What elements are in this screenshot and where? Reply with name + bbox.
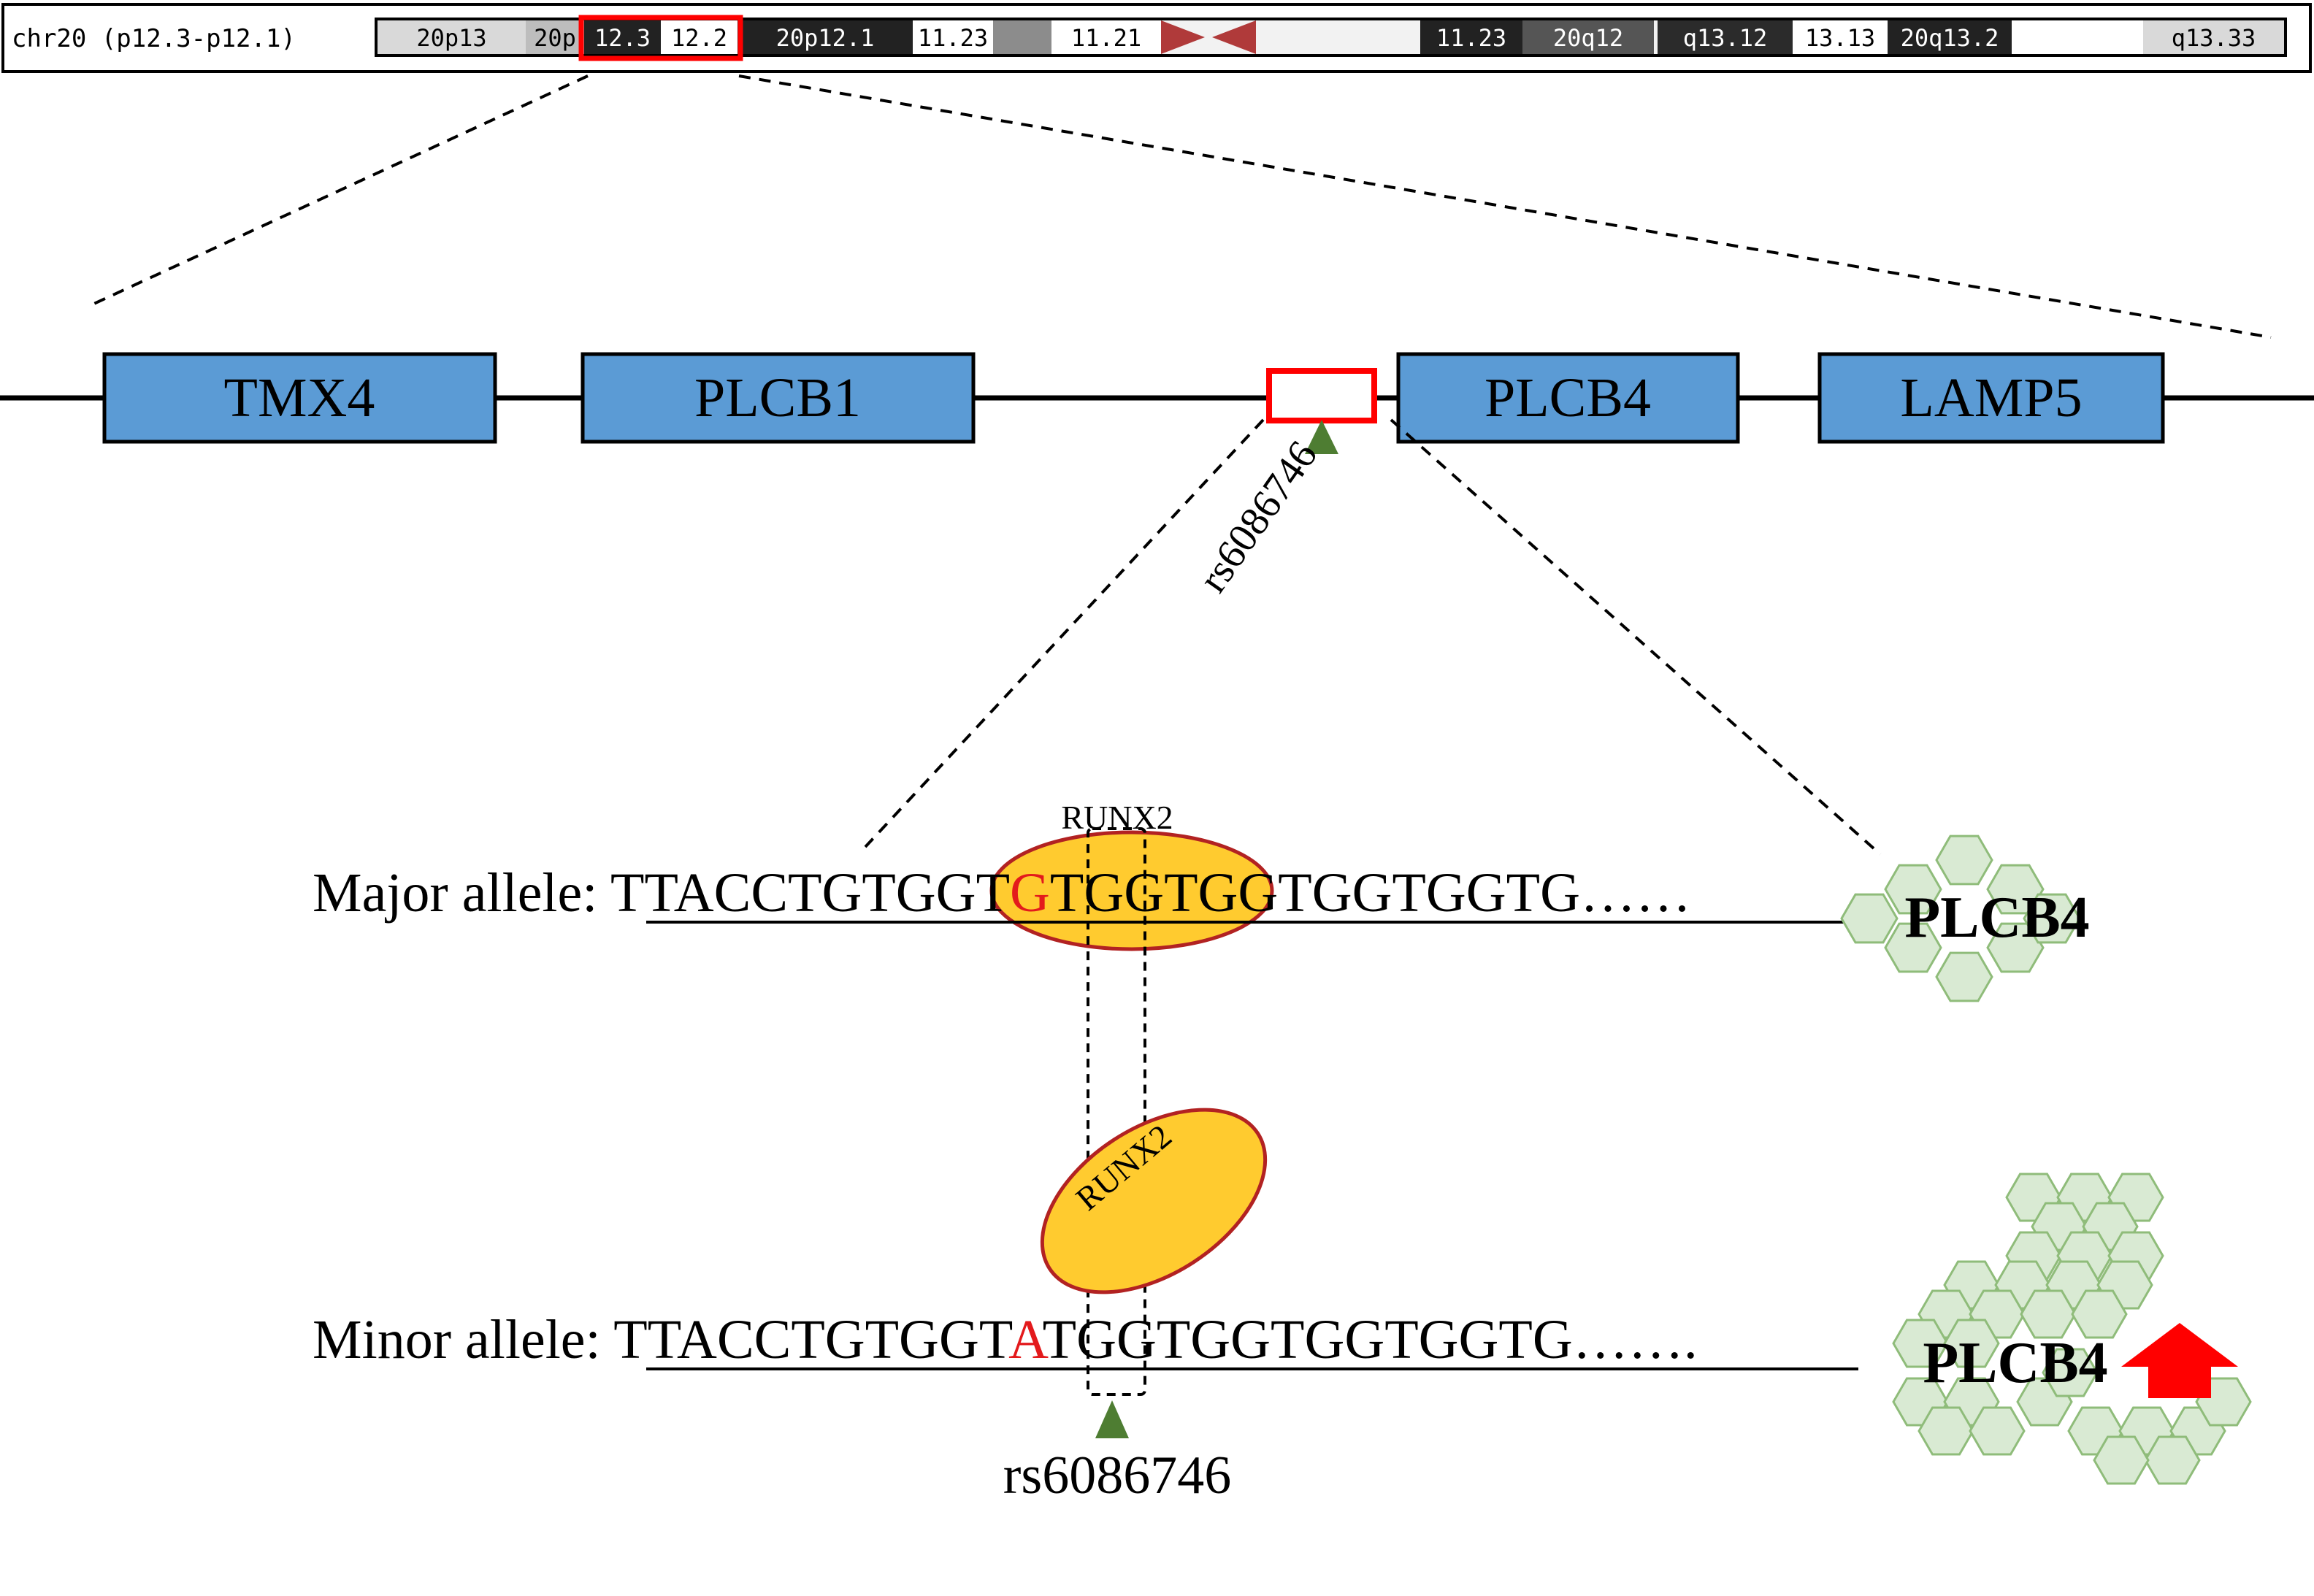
chromosome-band (1793, 20, 1888, 54)
hexagon-cluster (1892, 1173, 2252, 1485)
chromosome-band-label: 20q12 (1553, 24, 1623, 52)
expression-hexagon (1892, 1319, 1949, 1368)
chromosome-label: chr20 (p12.3-p12.1) (12, 24, 296, 53)
major-allele-group: RUNX2 Major allele: TTACCTGTGGTGTGGTGGTG… (313, 799, 1858, 951)
gene-label: PLCB1 (694, 367, 861, 429)
gene-label: TMX4 (224, 367, 375, 429)
chromosome-outline (375, 18, 2287, 57)
region-highlight (578, 15, 743, 61)
variant-base-major: G (1010, 862, 1050, 924)
chromosome-band (526, 20, 584, 54)
variant-base-minor: A (1008, 1309, 1049, 1370)
expression-hexagon (1935, 835, 1993, 886)
chromosome-band-label: 20p12.1 (776, 24, 875, 52)
allele-label: Minor allele: (313, 1309, 613, 1370)
chromosome-band (1654, 20, 1658, 54)
chromosome-band (1420, 20, 1522, 54)
expression-hexagon (2020, 1289, 2077, 1339)
chromosome-band-label: q13.12 (1683, 24, 1768, 52)
chromosome-band (1522, 20, 1654, 54)
chromosome-bands: 20p13 20p 12.3 12.2 20p12.1 11.23 11.21 11.23 20… (378, 20, 2284, 54)
chromosome-band (1888, 20, 2012, 54)
chromosome-band (913, 20, 993, 54)
chromosome-band-label: 11.23 (918, 24, 988, 52)
chromosome-band-label: 20p13 (416, 24, 486, 52)
expression-hexagon (2042, 1348, 2099, 1397)
chromosome-band (2012, 20, 2143, 54)
gene-rect (1817, 352, 2165, 444)
gene-label: LAMP5 (1900, 367, 2082, 429)
zoom-line-right (738, 74, 2272, 339)
gene-box: LAMP5 (1817, 352, 2165, 444)
gene-box: TMX4 (102, 352, 497, 444)
expression-hexagon (1840, 893, 1899, 944)
variant-column-box (1087, 827, 1146, 1396)
expression-cluster-minor: PLCB4 (1892, 1173, 2252, 1485)
snp-marker-triangle-bottom (1095, 1400, 1129, 1438)
expression-hexagon (1969, 1406, 2026, 1456)
chromosome-band (738, 20, 913, 54)
chromosome-band-label: q13.33 (2172, 24, 2256, 52)
zoom-line-snp-left (864, 418, 1265, 848)
snp-region-highlight (1266, 368, 1377, 423)
gene-track: TMX4 PLCB1 PLCB4 LAMP5 rs6086746 (0, 352, 2314, 600)
gene-rect (1396, 352, 1740, 444)
runx2-label-major: RUNX2 (1061, 799, 1173, 836)
chromosome-band-label: 13.13 (1805, 24, 1875, 52)
expression-gene-label-major: PLCB4 (1904, 886, 2089, 950)
snp-marker-triangle (1305, 420, 1338, 454)
up-arrow-icon (2121, 1323, 2238, 1398)
expression-hexagon (2093, 1435, 2150, 1485)
chromosome-band (378, 20, 526, 54)
chromosome-band-label: 20q13.2 (1901, 24, 1999, 52)
sequence-prefix: TTACCTGTGGT (610, 862, 1010, 924)
runx2-ellipse-major (989, 830, 1274, 951)
chromosome-band-label: 12.3 (594, 24, 651, 52)
expression-hexagon (2023, 893, 2081, 944)
chromosome-band-label: 11.21 (1071, 24, 1141, 52)
gene-rect (581, 352, 976, 444)
allele-label: Major allele: (313, 862, 610, 924)
gene-rect (102, 352, 497, 444)
expression-hexagon (1935, 951, 1993, 1002)
major-allele-text: Major allele: TTACCTGTGGTGTGGTGGTGGTGGTG… (313, 862, 1691, 924)
sequence-prefix: TTACCTGTGGT (613, 1309, 1013, 1370)
chromosome-band (584, 20, 661, 54)
expression-gene-label-minor: PLCB4 (1923, 1331, 2107, 1395)
expression-hexagon (1943, 1319, 2000, 1368)
zoom-line-left (87, 74, 589, 308)
centromere (1161, 20, 1205, 54)
expression-cluster-major: PLCB4 (1840, 835, 2090, 1002)
gene-box: PLCB4 (1396, 352, 1740, 444)
minor-allele-group: RUNX2 Minor allele: TTACCTGTGGTATGGTGGTG… (313, 1108, 1858, 1505)
chromosome-band (1051, 20, 1161, 54)
chromosome-band-label: 12.2 (671, 24, 727, 52)
snp-id-label-rotated: rs6086746 (1190, 433, 1326, 600)
sequence-suffix: TGGTGGTGGTGGTG…… (1050, 862, 1691, 924)
chromosome-band-label: 20p (534, 24, 576, 52)
chromosome-band (993, 20, 1051, 54)
hexagon-cluster (1840, 835, 2081, 1002)
expression-hexagon (1918, 1406, 1974, 1456)
chromosome-band-label: 11.23 (1436, 24, 1506, 52)
gene-label: PLCB4 (1484, 367, 1651, 429)
gene-box: PLCB1 (581, 352, 976, 444)
chromosome-band (1658, 20, 1793, 54)
sequence-suffix: TGGTGGTGGTGGTG……. (1043, 1309, 1698, 1370)
expression-hexagon (2071, 1289, 2128, 1339)
snp-id-label: rs6086746 (1003, 1446, 1231, 1505)
centromere-right (1212, 20, 1256, 54)
zoom-line-snp-right (1390, 418, 1882, 856)
minor-allele-text: Minor allele: TTACCTGTGGTATGGTGGTGGTGGTG… (313, 1309, 1698, 1370)
runx2-ellipse-minor (1040, 1108, 1268, 1294)
expression-hexagon (1884, 922, 1942, 973)
expression-hexagon (1884, 864, 1942, 915)
chromosome-band (2143, 20, 2284, 54)
chromosome-band (661, 20, 738, 54)
